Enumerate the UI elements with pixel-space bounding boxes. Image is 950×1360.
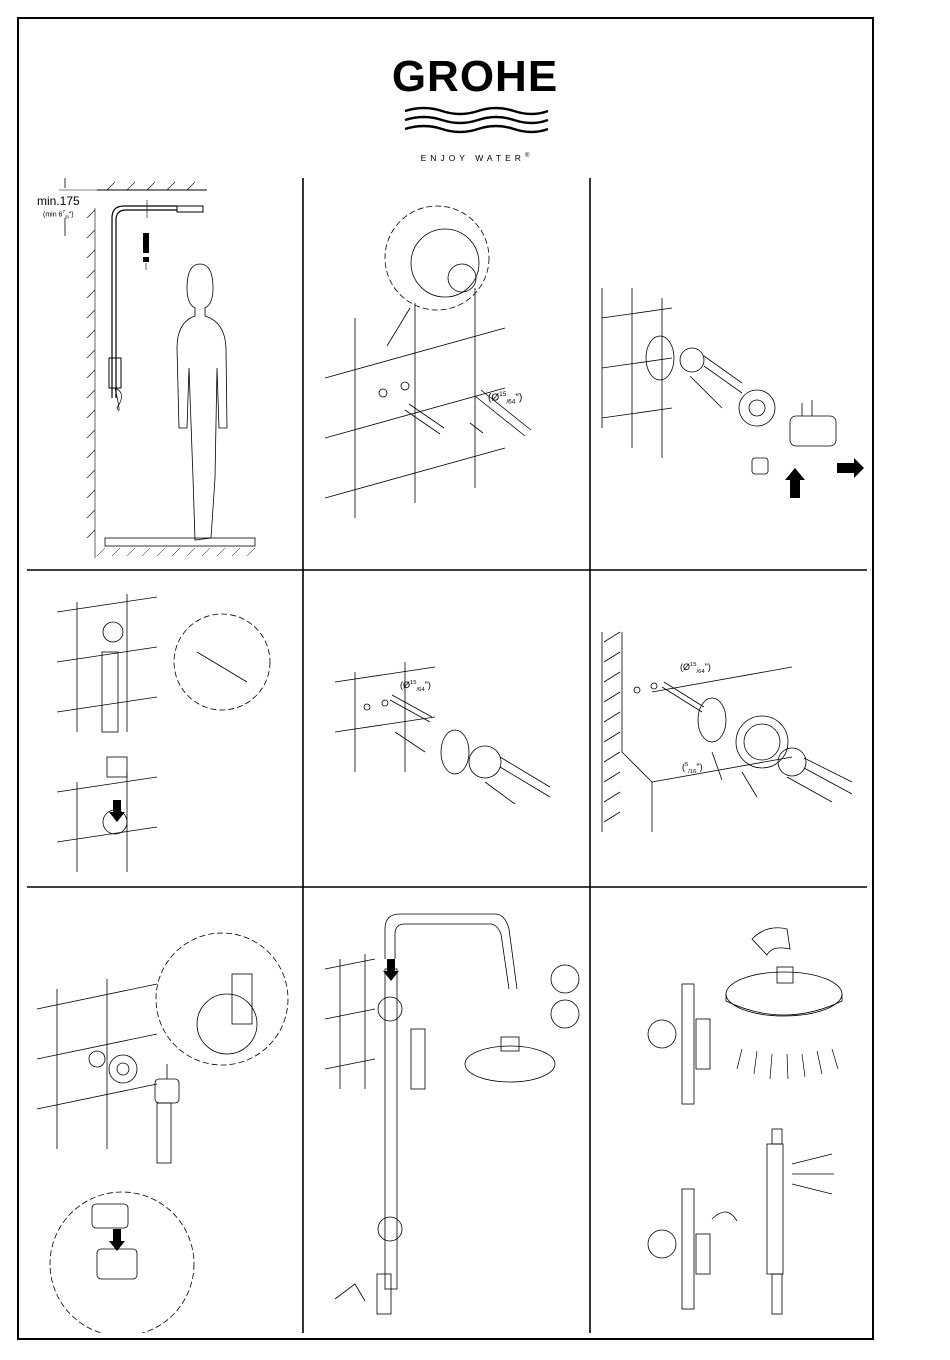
panel-assemble-shower <box>305 889 589 1333</box>
rail-installation-illustration <box>27 572 302 885</box>
shower-assembly-illustration <box>305 889 589 1333</box>
panel-connect-valve <box>27 889 302 1333</box>
gap-size-label: (5/16") <box>682 762 703 775</box>
panel-operation <box>592 889 867 1333</box>
drill-illustration <box>305 178 589 568</box>
drill-size-label: (Ø15/64") <box>680 662 711 675</box>
panel-install-rail <box>27 572 302 885</box>
anchor-illustration <box>305 572 589 885</box>
panel-drill-anchor: (Ø15/64") <box>305 572 589 885</box>
min-height-label: min.175 <box>37 194 80 208</box>
drill-size-label: (Ø15/64") <box>400 680 431 693</box>
min-height-inch-label: (min 67/8") <box>43 209 74 220</box>
shower-height-illustration <box>27 178 302 568</box>
panel-drill-holes: (Ø15/64") <box>305 178 589 568</box>
drill-size-label: (Ø15/64") <box>488 391 522 405</box>
valve-connection-illustration <box>27 889 302 1333</box>
wall-alignment-illustration <box>592 572 867 885</box>
operation-illustration <box>592 889 867 1333</box>
bracket-assembly-illustration <box>592 178 867 568</box>
panel-mount-bracket <box>592 178 867 568</box>
panel-height-requirement: min.175 (min 67/8") <box>27 178 302 568</box>
panel-wall-alignment: (Ø15/64") (5/16") <box>592 572 867 885</box>
